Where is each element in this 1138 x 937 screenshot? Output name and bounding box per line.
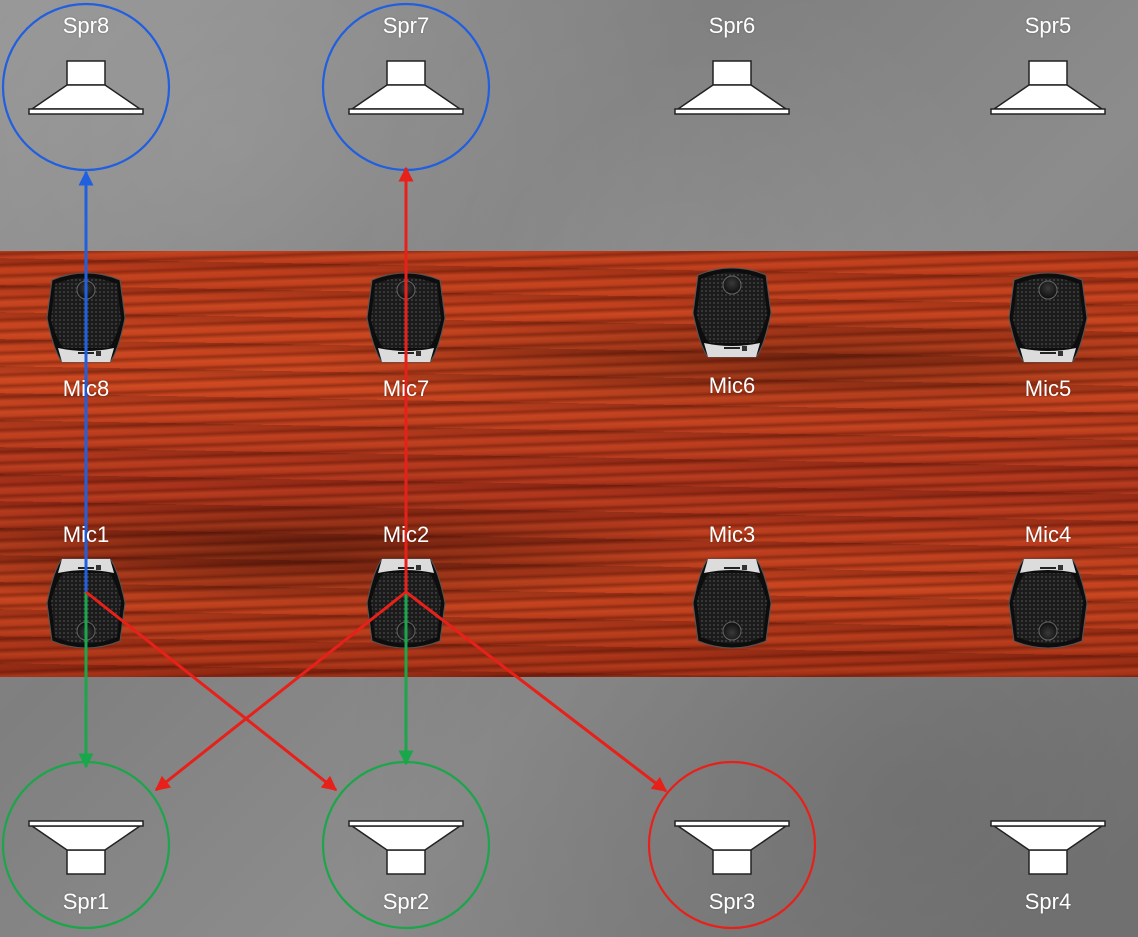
spr3-label: Spr3 [708, 889, 756, 914]
spr4-speaker-icon[interactable] [990, 820, 1106, 875]
spr6-speaker-icon[interactable] [674, 60, 790, 115]
arrow-mic1-to-spr2 [85, 590, 338, 792]
spr2-speaker-icon[interactable] [348, 820, 464, 875]
spr7-label: Spr7 [382, 13, 430, 38]
mic2-label: Mic2 [382, 522, 430, 547]
mic6-label: Mic6 [708, 373, 756, 398]
spr3-speaker-icon[interactable] [674, 820, 790, 875]
spr8-label: Spr8 [62, 13, 110, 38]
mic3-label: Mic3 [708, 522, 756, 547]
mic4-label: Mic4 [1024, 522, 1072, 547]
mic1-label: Mic1 [62, 522, 110, 547]
mic5-label: Mic5 [1024, 376, 1072, 401]
mic6-microphone-icon[interactable] [692, 267, 772, 358]
spr3-highlight-ring [647, 760, 817, 930]
spr8-highlight-ring [1, 2, 171, 172]
mic8-label: Mic8 [62, 376, 110, 401]
spr1-speaker-icon[interactable] [28, 820, 144, 875]
spr7-speaker-icon[interactable] [348, 60, 464, 115]
mic3-microphone-icon[interactable] [692, 558, 772, 649]
mic4-microphone-icon[interactable] [1008, 558, 1088, 649]
spr5-speaker-icon[interactable] [990, 60, 1106, 115]
mic7-label: Mic7 [382, 376, 430, 401]
spr6-label: Spr6 [708, 13, 756, 38]
arrow-mic2-to-spr1 [154, 590, 407, 792]
conference-table [0, 251, 1138, 677]
spr4-label: Spr4 [1024, 889, 1072, 914]
spr1-label: Spr1 [62, 889, 110, 914]
spr8-speaker-icon[interactable] [28, 60, 144, 115]
mic5-microphone-icon[interactable] [1008, 272, 1088, 363]
spr5-label: Spr5 [1024, 13, 1072, 38]
spr2-label: Spr2 [382, 889, 430, 914]
arrow-mic2-to-spr3 [405, 590, 668, 793]
